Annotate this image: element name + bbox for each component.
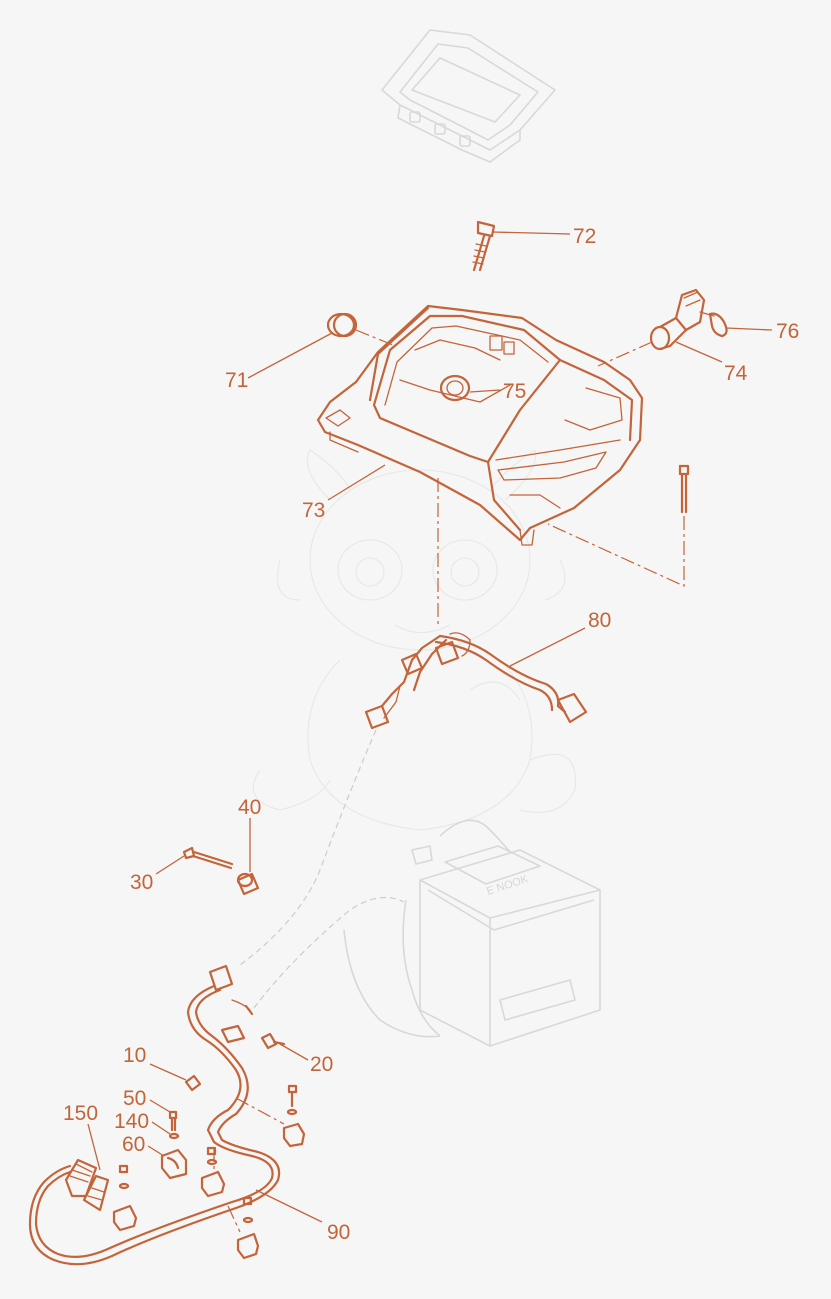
callout-30: 30 (130, 871, 154, 894)
callout-140: 140 (114, 1110, 150, 1133)
part-71-grommet (247, 312, 394, 379)
callout-10: 10 (123, 1044, 147, 1067)
callout-80: 80 (588, 609, 612, 632)
callout-76: 76 (776, 320, 800, 343)
callout-72: 72 (573, 225, 597, 248)
callout-50: 50 (123, 1087, 147, 1110)
part-76-socket-cap (699, 311, 773, 338)
harness-clamp-1 (282, 1084, 306, 1148)
part-30-bolt (155, 846, 234, 875)
part-73-battery-box (316, 304, 644, 546)
part-20-plug (260, 1032, 309, 1061)
part-50-screw (149, 1099, 178, 1132)
harness-clamp-2 (200, 1146, 226, 1198)
part-74-power-socket (597, 288, 723, 367)
callout-60: 60 (122, 1133, 146, 1156)
callout-20: 20 (310, 1053, 334, 1076)
battery-ghost: E NOOK (253, 819, 601, 1047)
callout-71: 71 (225, 369, 249, 392)
part-90-lower-harness (28, 964, 323, 1266)
part-150-connector (64, 1123, 110, 1212)
part-60-clamp (147, 1145, 188, 1180)
box-fixing-bolt (547, 464, 690, 587)
callout-74: 74 (724, 362, 748, 385)
harness-clamp-3 (112, 1164, 138, 1232)
part-140-washer (151, 1121, 180, 1140)
part-72-screw (472, 220, 571, 272)
part-40-spacer (236, 818, 260, 896)
part-10-clip (149, 1063, 202, 1092)
callout-73: 73 (302, 499, 326, 522)
callout-150: 150 (63, 1102, 99, 1125)
part-80-wiring-harness (239, 627, 588, 966)
callout-90: 90 (327, 1221, 351, 1244)
callout-40: 40 (238, 796, 262, 819)
harness-clamp-4 (236, 1196, 260, 1260)
top-cover-ghost (381, 29, 556, 163)
callout-75: 75 (503, 380, 527, 403)
